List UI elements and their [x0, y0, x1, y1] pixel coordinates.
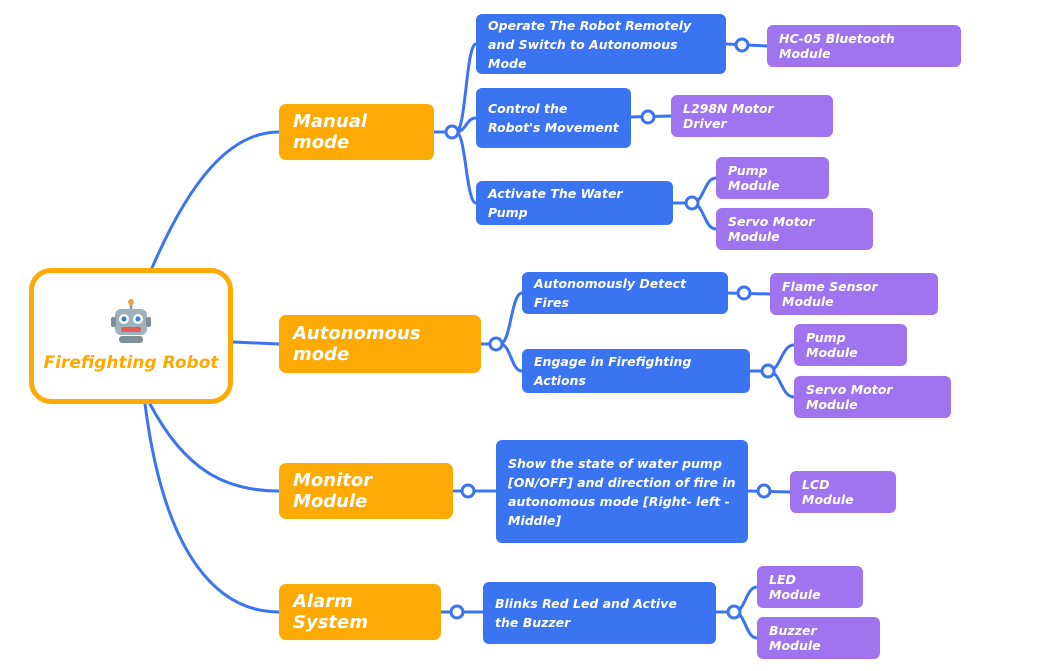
function-show-state[interactable]: Show the state of water pump [ON/OFF] an… — [496, 440, 748, 543]
link-root-monitor — [148, 402, 281, 493]
link-manual-pump — [454, 130, 478, 205]
module-hc05-bluetooth[interactable]: HC-05 Bluetooth Module — [767, 25, 961, 67]
detect-expander[interactable] — [736, 285, 752, 301]
branch-autonomous-mode[interactable]: Autonomous mode — [279, 315, 481, 373]
blink-expander[interactable] — [726, 604, 742, 620]
module-led[interactable]: LED Module — [757, 566, 863, 608]
function-movement-control[interactable]: Control the Robot's Movement — [476, 88, 631, 148]
link-auto-engage — [498, 342, 524, 373]
monitor-expander[interactable] — [460, 483, 476, 499]
branch-alarm-system[interactable]: Alarm System — [279, 584, 441, 640]
function-detect-fires[interactable]: Autonomously Detect Fires — [522, 272, 728, 314]
function-activate-pump[interactable]: Activate The Water Pump — [476, 181, 673, 225]
module-lcd[interactable]: LCD Module — [790, 471, 896, 513]
module-l298n-motor-driver[interactable]: L298N Motor Driver — [671, 95, 833, 137]
root-title: Firefighting Robot — [43, 353, 219, 373]
link-root-alarm — [143, 402, 281, 614]
function-remote-operation[interactable]: Operate The Robot Remotely and Switch to… — [476, 14, 726, 74]
alarm-expander[interactable] — [449, 604, 465, 620]
root-node[interactable]: Firefighting Robot — [29, 268, 233, 404]
movement-expander[interactable] — [640, 109, 656, 125]
module-flame-sensor[interactable]: Flame Sensor Module — [770, 273, 938, 315]
module-buzzer[interactable]: Buzzer Module — [757, 617, 880, 659]
link-root-manual — [150, 130, 281, 270]
branch-manual-mode[interactable]: Manual mode — [279, 104, 434, 160]
remote-expander[interactable] — [734, 37, 750, 53]
autonomous-mode-expander[interactable] — [488, 336, 504, 352]
module-pump-manual[interactable]: Pump Module — [716, 157, 829, 199]
manual-mode-expander[interactable] — [444, 124, 460, 140]
link-root-autonomous — [231, 340, 281, 346]
show-state-expander[interactable] — [756, 483, 772, 499]
link-auto-detect — [498, 291, 524, 346]
engage-expander[interactable] — [760, 363, 776, 379]
module-servo-motor-manual[interactable]: Servo Motor Module — [716, 208, 873, 250]
module-servo-motor-autonomous[interactable]: Servo Motor Module — [794, 376, 951, 418]
function-firefighting-actions[interactable]: Engage in Firefighting Actions — [522, 349, 750, 393]
robot-icon — [111, 299, 151, 345]
branch-monitor-module[interactable]: Monitor Module — [279, 463, 453, 519]
activate-pump-expander[interactable] — [684, 195, 700, 211]
function-blink-led[interactable]: Blinks Red Led and Active the Buzzer — [483, 582, 716, 644]
module-pump-autonomous[interactable]: Pump Module — [794, 324, 907, 366]
